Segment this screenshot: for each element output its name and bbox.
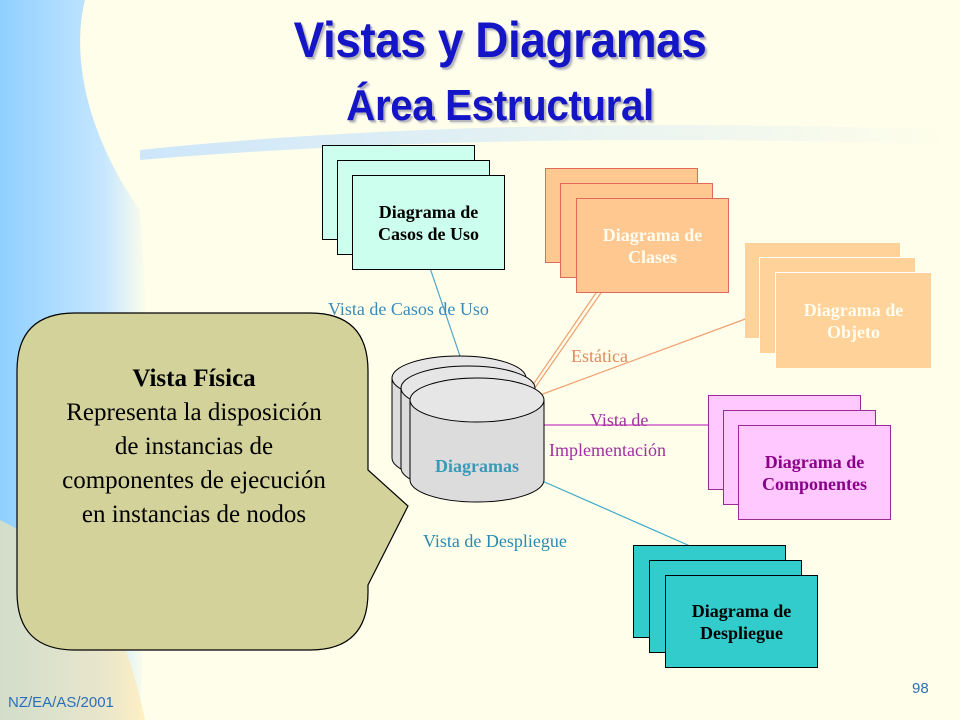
- card-casos-uso-label: Diagrama de Casos de Uso: [377, 201, 479, 244]
- callout-line-3: componentes de ejecución: [62, 467, 326, 494]
- connector-clases-a: [527, 289, 599, 393]
- card-despliegue-label: Diagrama de Despliegue: [691, 600, 792, 643]
- swoosh-line: [140, 125, 960, 160]
- view-label-despliegue: Vista de Despliegue: [423, 531, 567, 551]
- card-componentes-label: Diagrama de Componentes: [761, 451, 867, 494]
- card-objeto-label: Diagrama de Objeto: [803, 299, 904, 342]
- callout-line-1: Representa la disposición: [66, 399, 322, 426]
- connector-clases-b: [529, 289, 604, 396]
- callout-title: Vista Física: [132, 365, 256, 392]
- connector-casos-uso: [429, 267, 463, 363]
- callout-line-4: en instancias de nodos: [81, 501, 307, 528]
- view-label-casos-uso: Vista de Casos de Uso: [328, 299, 489, 319]
- card-despliegue: Diagrama de Despliegue: [665, 575, 818, 668]
- page-number: 98: [912, 680, 929, 697]
- view-label-estatica: Estática: [571, 346, 628, 366]
- cylinder-front: [409, 377, 545, 503]
- footer-course-code: NZ/EA/AS/2001: [8, 694, 114, 711]
- view-label-implementacion-2: Implementación: [549, 440, 666, 460]
- diagramas-label: Diagramas: [435, 456, 519, 476]
- connector-objeto: [531, 317, 749, 399]
- card-clases-label: Diagrama de Clases: [602, 224, 703, 267]
- slide-subtitle: Área Estructural: [346, 81, 654, 130]
- card-objeto: Diagrama de Objeto: [776, 273, 931, 368]
- card-clases: Diagrama de Clases: [576, 198, 729, 293]
- callout-line-2: de instancias de: [114, 433, 274, 460]
- card-casos-uso: Diagrama de Casos de Uso: [352, 175, 505, 270]
- connector-despliegue: [539, 479, 691, 547]
- card-componentes: Diagrama de Componentes: [738, 425, 891, 520]
- slide-title: Vistas y Diagramas: [293, 12, 707, 68]
- callout-text: Vista Física Representa la disposición d…: [18, 362, 370, 532]
- view-label-implementacion-1: Vista de: [590, 410, 649, 430]
